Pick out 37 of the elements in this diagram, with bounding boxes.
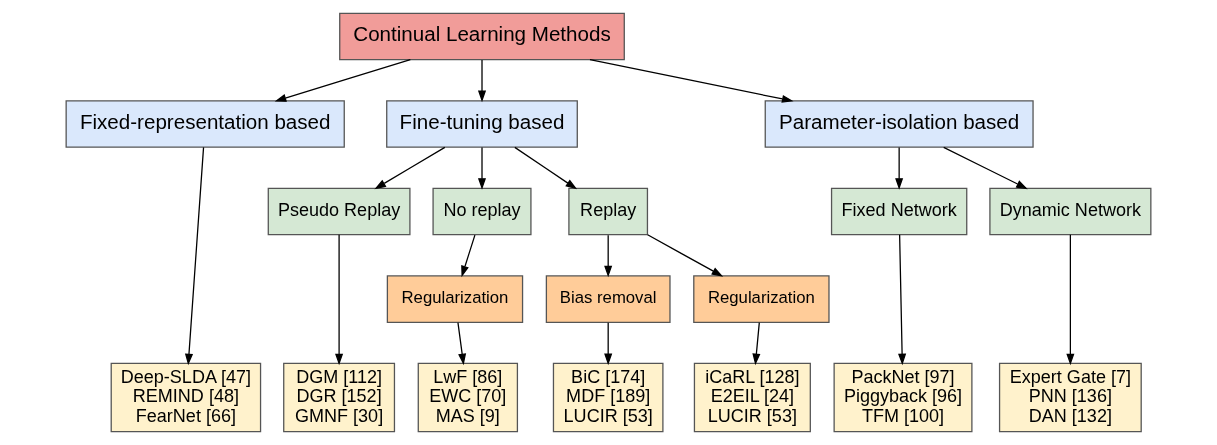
node-box: iCaRL [128] E2EIL [24] LUCIR [53] [693,362,811,433]
node-box: LwF [86] EWC [70] MAS [9] [417,362,519,433]
node-box: Fine-tuning based [386,100,578,148]
node-box: PackNet [97] Piggyback [96] TFM [100] [833,362,973,433]
arrow [335,234,344,366]
node-box: Continual Learning Methods [339,12,625,61]
node-box: Regularization [693,275,830,323]
arrow [457,322,467,366]
arrow [514,146,578,190]
arrow [604,322,613,366]
node-box: Replay [568,187,649,236]
node-box: Fixed Network [830,187,968,236]
arrow [477,59,487,103]
node-box: Dynamic Network [989,187,1152,236]
node-box: No replay [432,187,532,236]
node-box: Parameter-isolation based [764,100,1034,148]
arrow [184,146,205,366]
node-box: DGM [112] DGR [152] GMNF [30] [283,362,396,433]
node-box: Regularization [386,275,524,323]
arrow [589,59,794,103]
arrow [1066,234,1075,366]
arrow [604,234,613,278]
node-box: Deep-SLDA [47] REMIND [48] FearNet [66] [110,362,262,433]
arrow [752,322,761,366]
node-box: Pseudo Replay [267,187,411,236]
arrow [647,234,724,277]
arrow [943,146,1028,190]
node-box: BiC [174] MDF [189] LUCIR [53] [552,362,664,433]
arrow [374,146,446,190]
arrow [898,234,907,366]
arrow [895,146,904,190]
node-box: Expert Gate [7] PNN [136] DAN [132] [998,362,1142,433]
arrow [461,234,476,278]
arrow [274,59,411,102]
node-box: Bias removal [545,275,671,323]
arrow [477,146,487,190]
node-box: Fixed-representation based [65,100,345,148]
